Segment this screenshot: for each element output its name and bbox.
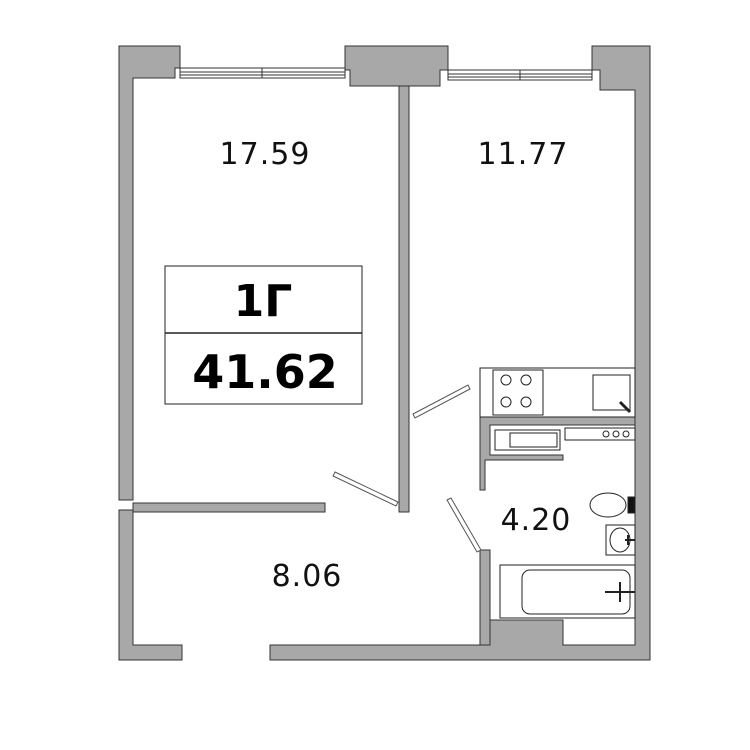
room-area-bathroom: 4.20 bbox=[501, 503, 572, 538]
stove bbox=[492, 369, 544, 416]
room-area-living: 17.59 bbox=[220, 137, 311, 172]
room-area-bedroom: 11.77 bbox=[478, 137, 569, 172]
wall-bathroom-top bbox=[479, 416, 636, 491]
wall-top-left bbox=[118, 45, 181, 501]
wall-interior-vertical bbox=[398, 85, 410, 513]
door-bath bbox=[446, 497, 482, 553]
door-living bbox=[332, 471, 399, 507]
wall-top-middle bbox=[344, 45, 449, 87]
walls bbox=[118, 45, 651, 661]
windows bbox=[179, 67, 593, 81]
door-kitchen bbox=[412, 384, 471, 419]
toilet bbox=[589, 492, 627, 518]
room-area-hallway: 8.06 bbox=[272, 559, 343, 594]
bathroom-fixtures bbox=[494, 427, 636, 619]
wall-left-lower bbox=[118, 509, 183, 661]
burner-icon bbox=[500, 374, 512, 386]
doors bbox=[332, 384, 482, 553]
apartment-total-area: 41.62 bbox=[192, 345, 338, 399]
wall-interior-horizontal bbox=[132, 502, 326, 513]
kitchen-fixtures bbox=[479, 367, 636, 418]
apartment-badge: 1Г 41.62 bbox=[164, 265, 363, 405]
wall-bathroom-left bbox=[479, 549, 491, 646]
apartment-type: 1Г bbox=[234, 276, 293, 327]
